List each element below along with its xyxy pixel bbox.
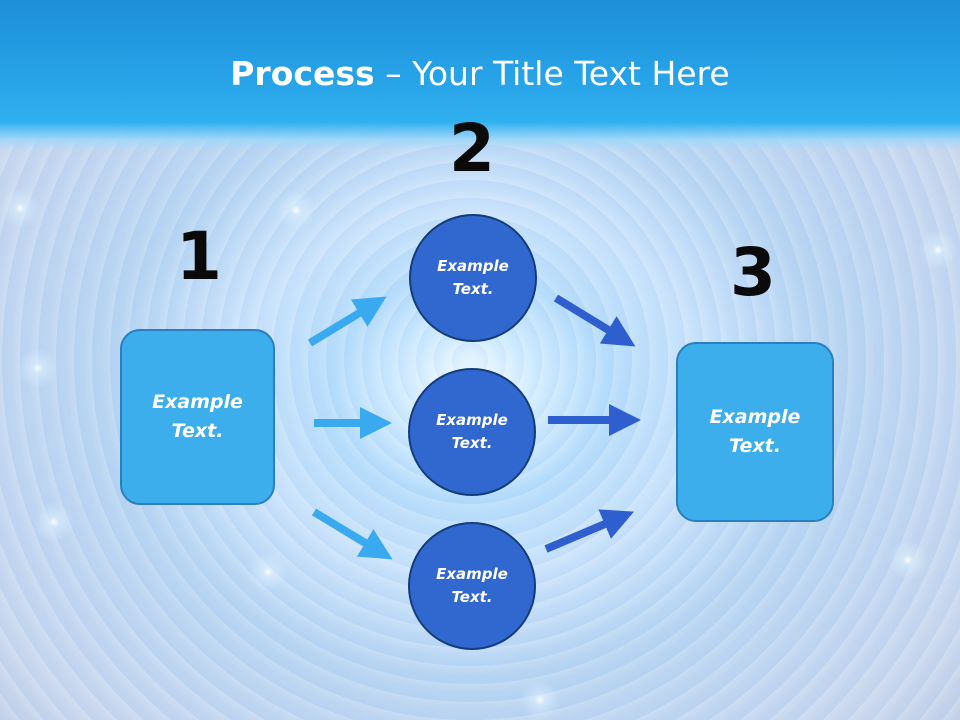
step-number-1: 1 (176, 218, 222, 295)
sparkle-decoration (520, 680, 560, 720)
sparkle-decoration (918, 230, 958, 270)
arrow-bottom-to-3 (544, 509, 635, 553)
sparkle-decoration (248, 552, 288, 592)
sparkle-decoration (276, 190, 316, 230)
step-2-circle-top-text: Example Text. (437, 257, 509, 298)
step-number-2: 2 (449, 110, 495, 187)
step-2-circle-bottom-text: Example Text. (436, 565, 508, 606)
step-1-text: Example Text. (152, 391, 243, 442)
title-bold: Process (230, 54, 375, 93)
step-3-box: Example Text. (676, 342, 834, 522)
sparkle-decoration (18, 348, 58, 388)
step-number-3: 3 (730, 234, 776, 311)
step-2-circle-middle-text: Example Text. (436, 411, 508, 452)
arrow-1-to-bottom (311, 508, 393, 560)
step-2-circle-bottom: Example Text. (408, 522, 536, 650)
slide-title: Process – Your Title Text Here (0, 52, 960, 96)
step-2-circle-middle: Example Text. (408, 368, 536, 496)
sparkle-decoration (34, 502, 74, 542)
title-rest: – Your Title Text Here (374, 54, 730, 93)
sparkle-decoration (0, 188, 40, 228)
arrow-1-to-top (307, 296, 387, 347)
title-banner (0, 0, 960, 150)
step-2-circle-top: Example Text. (409, 214, 537, 342)
arrow-top-to-3 (553, 294, 636, 347)
step-1-box: Example Text. (120, 329, 275, 505)
step-3-text: Example Text. (709, 406, 801, 457)
sparkle-decoration (888, 540, 928, 580)
